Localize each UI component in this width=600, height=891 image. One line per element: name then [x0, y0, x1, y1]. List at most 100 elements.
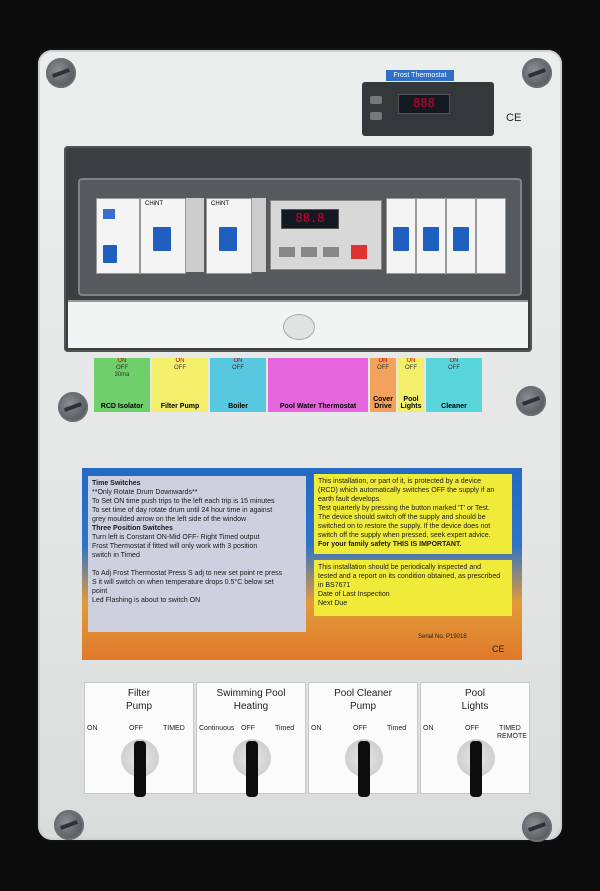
- set-button[interactable]: [370, 96, 382, 104]
- screw-icon: [54, 810, 84, 840]
- board-ce-mark: CE: [492, 644, 505, 654]
- label-card-line: OFF: [377, 365, 389, 371]
- position-label-left: ON: [423, 725, 434, 732]
- knob-handle[interactable]: [134, 741, 146, 797]
- position-label-right: TIMED: [499, 725, 521, 732]
- instruction-line: (RCD) which automatically switches OFF t…: [318, 487, 495, 494]
- controller-button[interactable]: [323, 247, 339, 257]
- switch-title: Filter: [127, 688, 151, 699]
- latch-knob[interactable]: [283, 314, 315, 340]
- instruction-line: grey moulded arrow on the left side of t…: [92, 516, 247, 523]
- instruction-line: To set time of day rotate drum until 24 …: [92, 507, 273, 514]
- mcb-toggle[interactable]: [153, 227, 171, 251]
- mcb-pool-lights[interactable]: [416, 198, 446, 274]
- controller-button[interactable]: [279, 247, 295, 257]
- mcb-boiler[interactable]: CHiNT: [206, 198, 252, 274]
- timer-slot: [186, 198, 204, 272]
- instruction-line: point: [92, 588, 108, 595]
- timer-slot: [252, 198, 266, 272]
- label-card-line: OFF: [174, 365, 186, 371]
- position-label-right: Timed: [387, 725, 407, 732]
- rcd-toggle[interactable]: [103, 245, 117, 263]
- position-label-left: Continuous: [199, 725, 235, 732]
- instruction-line: switched on to restore the supply. If th…: [318, 523, 491, 530]
- frost-thermostat-unit[interactable]: 888: [362, 82, 494, 136]
- instruction-line: Time Switches: [92, 480, 141, 487]
- transparent-cover[interactable]: CHiNT CHiNT 88.8: [78, 178, 522, 296]
- label-card: Pool Water Thermostat: [268, 358, 368, 412]
- label-card-line: ON: [233, 358, 243, 364]
- position-label-off: OFF: [353, 725, 367, 732]
- instruction-board: Time Switches **Only Rotate Drum Downward…: [82, 468, 522, 660]
- contactor: [476, 198, 506, 274]
- label-card-title: RCD Isolator: [100, 403, 144, 410]
- instruction-line: The device should switch off the supply …: [318, 514, 486, 521]
- instruction-line: Three Position Switches: [92, 525, 173, 532]
- rcd-breaker[interactable]: [96, 198, 140, 274]
- position-label-off: OFF: [241, 725, 255, 732]
- mcb-cleaner[interactable]: [446, 198, 476, 274]
- position-label-right: REMOTE: [497, 733, 527, 740]
- instruction-line: tested and a report on its condition obt…: [318, 573, 501, 580]
- switch-title: Pump: [349, 701, 377, 712]
- mcb-cover-drive[interactable]: [386, 198, 416, 274]
- label-card-title: Cleaner: [441, 403, 467, 410]
- ce-mark: CE: [506, 112, 522, 124]
- label-card-title: Cover Drive: [373, 396, 393, 410]
- instruction-line: switch in Timed: [92, 552, 140, 559]
- instruction-line: Turn left is Constant ON-Mid OFF- Right …: [92, 534, 260, 541]
- mcb-toggle[interactable]: [453, 227, 469, 251]
- power-button[interactable]: [351, 245, 367, 259]
- label-card-line: OFF: [116, 365, 128, 371]
- label-card-line: OFF: [405, 365, 417, 371]
- instruction-line: To Set ON time push trips to the left ea…: [92, 498, 275, 505]
- screw-icon: [522, 812, 552, 842]
- housing-flap[interactable]: [68, 300, 528, 348]
- control-panel-enclosure: Frost Thermostat 888 CE CHiNT CHiNT 88.8: [38, 50, 562, 842]
- label-card-line: OFF: [448, 365, 460, 371]
- knob-handle[interactable]: [470, 741, 482, 797]
- label-card-line: ON: [117, 358, 127, 364]
- instruction-line: **Only Rotate Drum Downwards**: [92, 489, 198, 496]
- time-switch-instructions: Time Switches **Only Rotate Drum Downward…: [88, 476, 306, 632]
- instruction-line: Led Flashing is about to switch ON: [92, 597, 201, 604]
- position-label-off: OFF: [465, 725, 479, 732]
- label-card-line: ON: [449, 358, 459, 364]
- switch-title: Swimming Pool: [216, 688, 286, 699]
- label-card-title: Pool Lights: [400, 396, 422, 410]
- position-label-left: ON: [87, 725, 98, 732]
- frost-thermostat-tag: Frost Thermostat: [386, 70, 454, 81]
- screw-icon: [522, 58, 552, 88]
- test-button[interactable]: [103, 209, 115, 219]
- instruction-line: earth fault develops.: [318, 496, 382, 503]
- controller-button[interactable]: [301, 247, 317, 257]
- knob-handle[interactable]: [358, 741, 370, 797]
- mcb-toggle[interactable]: [219, 227, 237, 251]
- position-label-right: Timed: [275, 725, 295, 732]
- pool-thermostat-controller[interactable]: 88.8: [270, 200, 382, 270]
- mcb-toggle[interactable]: [423, 227, 439, 251]
- instruction-line: in BS7671: [318, 582, 351, 589]
- instruction-line: Frost Thermostat if fitted will only wor…: [92, 543, 258, 550]
- position-label-right: TIMED: [163, 725, 185, 732]
- position-label-off: OFF: [129, 725, 143, 732]
- brand-label: CHiNT: [145, 201, 163, 207]
- instruction-line: Next Due: [318, 600, 348, 607]
- label-card-title: Filter Pump: [160, 403, 200, 410]
- knob-handle[interactable]: [246, 741, 258, 797]
- instruction-line: To Adj Frost Thermostat Press S adj to n…: [92, 570, 283, 577]
- label-card-title: Boiler: [228, 403, 248, 410]
- brand-label: CHiNT: [211, 201, 229, 207]
- down-button[interactable]: [370, 112, 382, 120]
- label-card-title: Pool Water Thermostat: [279, 403, 357, 410]
- instruction-line: This installation should be periodically…: [318, 564, 482, 571]
- mcb-toggle[interactable]: [393, 227, 409, 251]
- mcb-filter-pump[interactable]: CHiNT: [140, 198, 186, 274]
